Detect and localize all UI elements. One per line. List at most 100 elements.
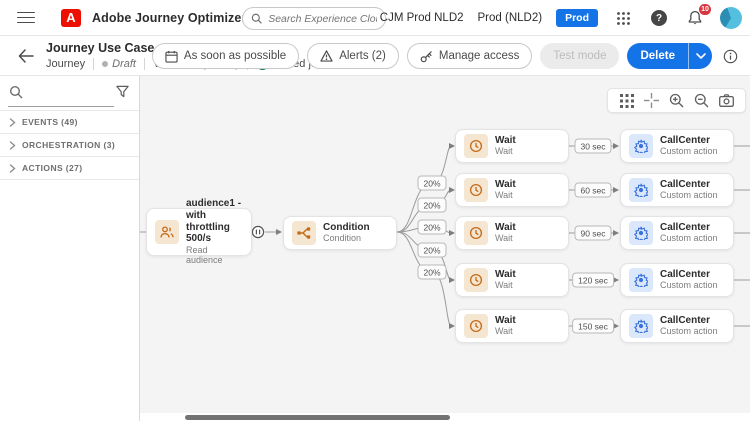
horizontal-scrollbar[interactable] [185, 415, 450, 420]
gear-icon [629, 134, 653, 158]
node-title: CallCenter [660, 268, 711, 280]
user-avatar[interactable] [720, 7, 742, 29]
branch-percent-tag: 20% [417, 219, 447, 235]
node-title: Wait [495, 221, 516, 233]
node-title: CallCenter [660, 178, 711, 190]
help-icon[interactable]: ? [648, 7, 670, 29]
search-input[interactable] [268, 12, 377, 25]
org-name[interactable]: CJM Prod NLD2 [379, 12, 464, 24]
wait-delay-tag: 150 sec [572, 318, 614, 334]
key-icon [420, 50, 432, 62]
divider [0, 179, 139, 180]
global-search[interactable] [242, 7, 386, 30]
adobe-logo-icon[interactable]: A [61, 8, 81, 27]
notification-count-badge: 10 [699, 4, 711, 15]
app-switcher-icon[interactable] [612, 7, 634, 29]
search-icon [251, 13, 262, 24]
node-subtitle: Custom action [660, 190, 718, 201]
journey-type-label: Journey [46, 57, 86, 70]
palette-search[interactable] [0, 76, 139, 110]
clock-icon [464, 221, 488, 245]
node-title: Wait [495, 314, 516, 326]
journey-canvas[interactable]: audience1 - with throttling 500/s Read a… [140, 76, 750, 421]
palette-section-actions[interactable]: ACTIONS (27) [0, 157, 139, 179]
clock-icon [464, 268, 488, 292]
journey-title: Journey Use Case [46, 41, 155, 55]
app-header: A Adobe Journey Optimizer CJM Prod NLD2 … [0, 0, 750, 36]
info-icon[interactable] [720, 46, 740, 66]
branch-percent-tag: 20% [417, 197, 447, 213]
zoom-out-icon[interactable] [693, 92, 711, 110]
delete-button[interactable]: Delete [627, 43, 688, 69]
app-title: Adobe Journey Optimizer [92, 10, 247, 25]
notifications-bell-icon[interactable]: 10 [684, 4, 711, 29]
node-palette-sidebar: EVENTS (49) ORCHESTRATION (3) ACTIONS (2… [0, 76, 140, 421]
condition-branch-icon [292, 221, 316, 245]
divider [0, 156, 139, 157]
divider [0, 110, 139, 111]
back-button[interactable] [14, 44, 38, 68]
zoom-in-icon[interactable] [668, 92, 686, 110]
fit-to-screen-icon[interactable] [643, 92, 661, 110]
clock-icon [464, 178, 488, 202]
condition-node[interactable]: Condition Condition [283, 216, 397, 250]
branch-percent-tag: 20% [417, 242, 447, 258]
node-subtitle: Condition [323, 233, 362, 244]
chevron-right-icon [9, 163, 16, 173]
node-title: Wait [495, 178, 516, 190]
delete-more-chevron-icon[interactable] [688, 43, 712, 69]
environment-name[interactable]: Prod (NLD2) [477, 12, 543, 24]
gear-icon [629, 268, 653, 292]
divider [93, 57, 95, 70]
node-subtitle: Custom action [660, 326, 718, 337]
grid-view-icon[interactable] [618, 92, 636, 110]
node-title: CallCenter [660, 314, 711, 326]
gear-icon [629, 314, 653, 338]
search-underline [8, 106, 114, 107]
chevron-right-icon [9, 117, 16, 127]
alert-triangle-icon [320, 50, 333, 62]
filter-funnel-icon[interactable] [116, 85, 129, 98]
palette-section-orchestration[interactable]: ORCHESTRATION (3) [0, 134, 139, 156]
clock-icon [464, 314, 488, 338]
alerts-button[interactable]: Alerts (2) [307, 43, 399, 69]
canvas-toolbar [607, 88, 746, 113]
read-audience-node[interactable]: audience1 - with throttling 500/s Read a… [146, 198, 252, 265]
environment-badge: Prod [556, 9, 598, 27]
node-subtitle: Wait [495, 190, 513, 201]
node-subtitle: Wait [495, 326, 513, 337]
branch-percent-tag: 20% [417, 264, 447, 280]
schedule-button[interactable]: As soon as possible [151, 43, 300, 69]
clock-icon [464, 134, 488, 158]
node-subtitle: Custom action [660, 233, 718, 244]
node-title: Condition [323, 221, 370, 233]
search-icon [9, 85, 23, 99]
node-subtitle: Wait [495, 146, 513, 157]
status-badge: Draft [102, 58, 136, 70]
menu-icon[interactable] [17, 11, 35, 24]
node-subtitle: Wait [495, 280, 513, 291]
node-subtitle: Custom action [660, 280, 718, 291]
screenshot-camera-icon[interactable] [718, 92, 736, 110]
palette-section-events[interactable]: EVENTS (49) [0, 111, 139, 133]
journey-toolbar: Journey Use Case Journey Draft Version 1… [0, 36, 750, 76]
wait-delay-tag: 60 sec [574, 182, 612, 198]
node-subtitle: Read audience [186, 245, 223, 266]
calendar-icon [165, 50, 178, 63]
node-subtitle: Wait [495, 233, 513, 244]
test-mode-button[interactable]: Test mode [540, 43, 620, 69]
manage-access-button[interactable]: Manage access [406, 43, 533, 69]
status-dot-icon [102, 60, 109, 67]
gear-icon [629, 178, 653, 202]
node-title: CallCenter [660, 134, 711, 146]
